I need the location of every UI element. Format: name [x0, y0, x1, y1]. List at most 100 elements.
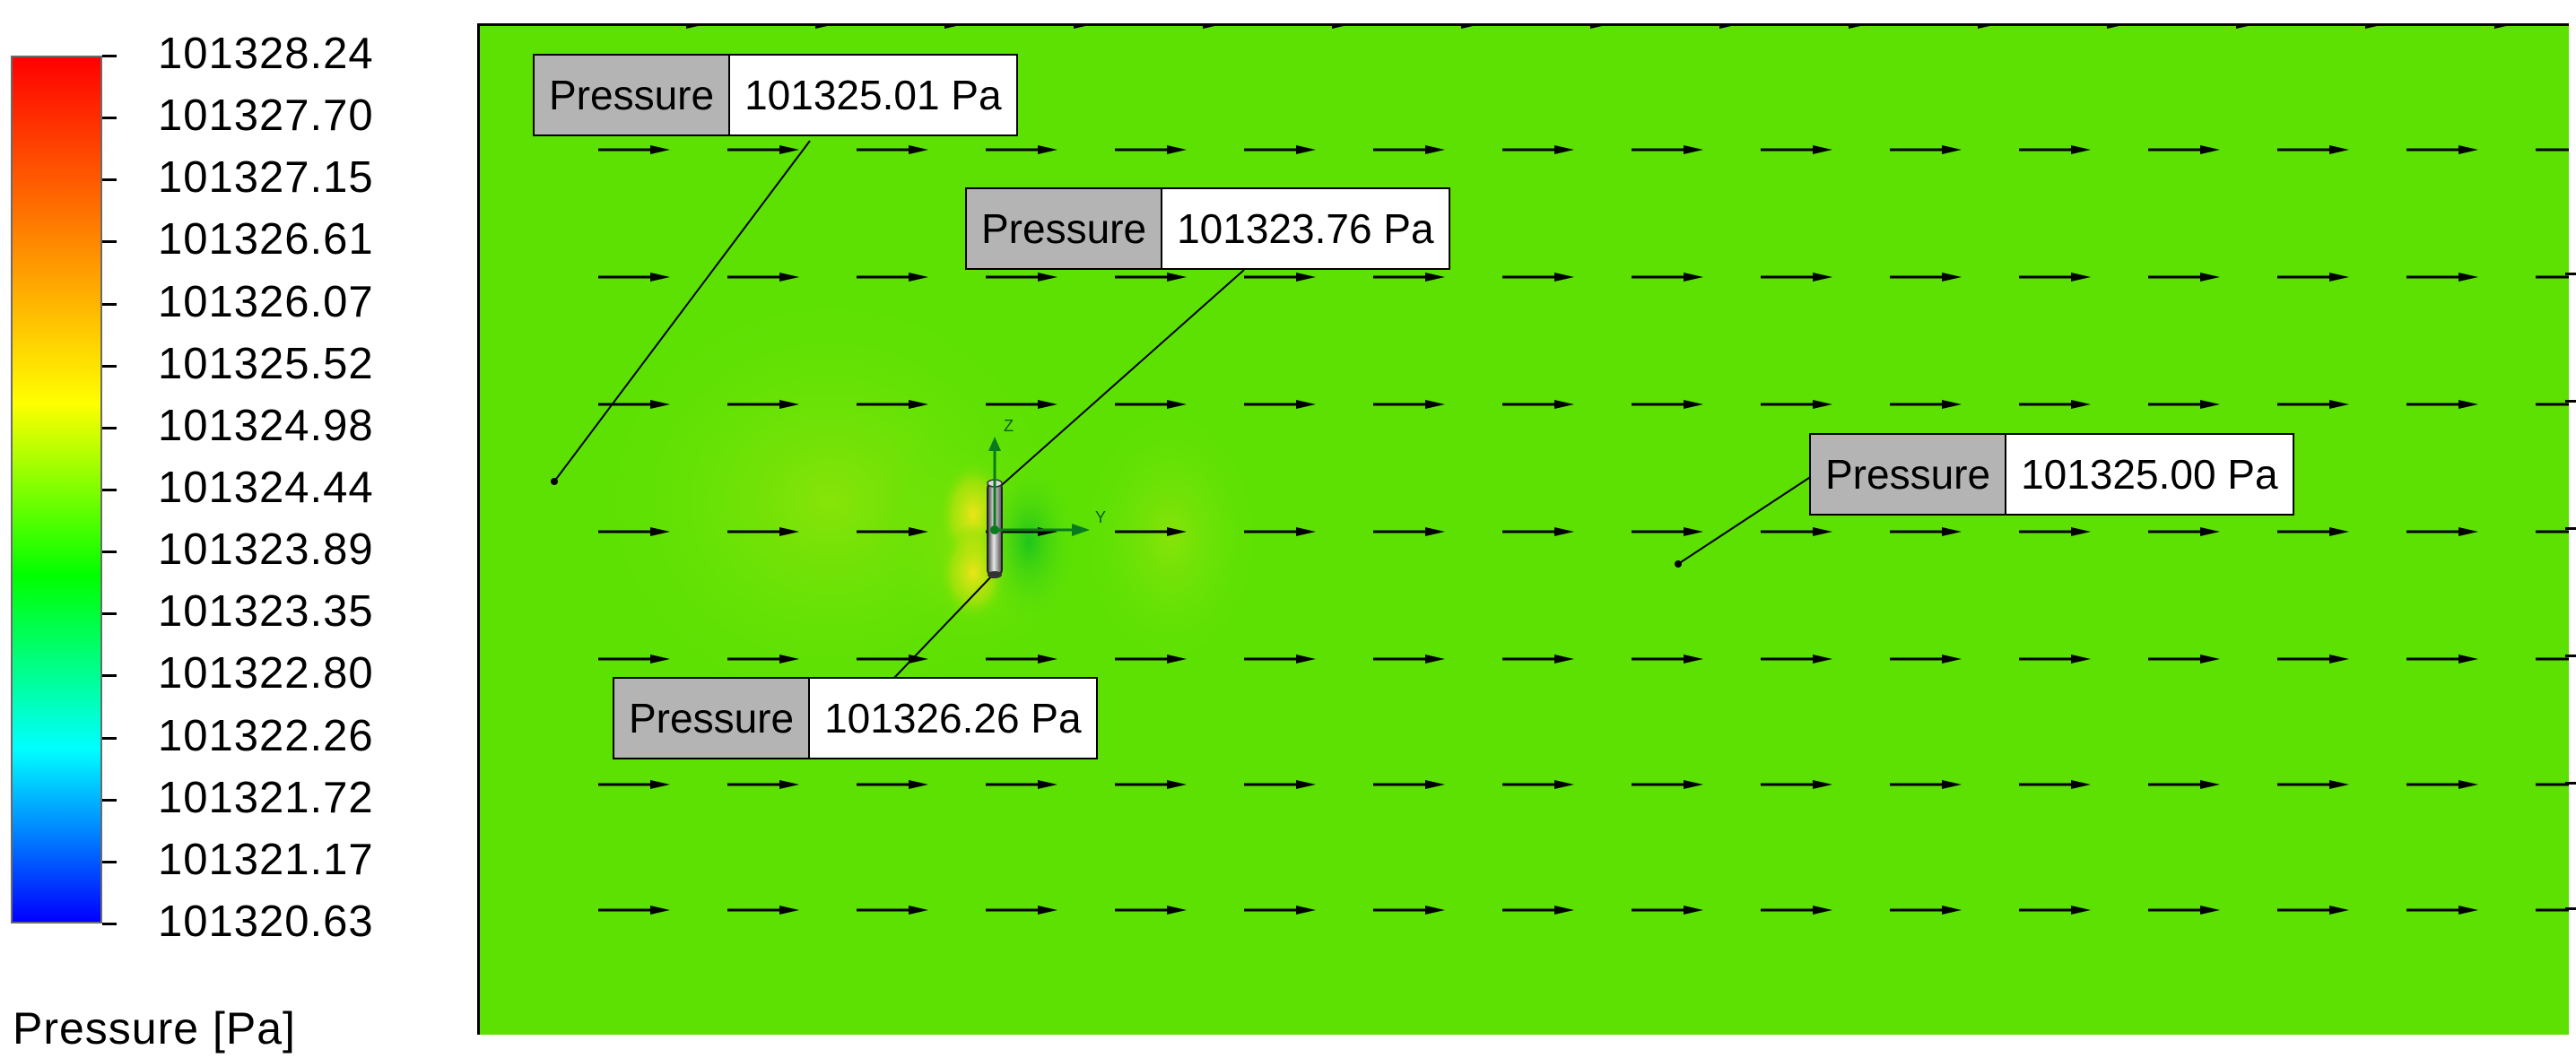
velocity-arrow [857, 780, 928, 789]
velocity-arrow [1890, 400, 1962, 409]
velocity-arrow [1244, 655, 1316, 663]
velocity-arrow [598, 400, 670, 409]
frame-tick [2565, 273, 2576, 275]
velocity-arrow [2148, 400, 2220, 409]
leader-lines [553, 140, 1815, 679]
legend-tick-mark [102, 923, 117, 925]
velocity-arrow [2019, 780, 2091, 789]
velocity-arrow [2536, 148, 2569, 152]
velocity-arrow [1632, 906, 1703, 915]
probe-name: Pressure [1811, 435, 2007, 514]
probe-label-1[interactable]: Pressure 101325.01 Pa [533, 54, 1018, 136]
velocity-arrow [1502, 273, 1574, 282]
pressure-contours [570, 268, 1269, 734]
legend-tick-mark [102, 178, 117, 182]
probe-value: 101326.26 Pa [810, 679, 1096, 758]
velocity-arrow [815, 26, 828, 29]
velocity-arrow [986, 780, 1057, 789]
velocity-arrow [727, 273, 799, 282]
velocity-arrow [1890, 906, 1962, 915]
velocity-arrow [1244, 400, 1316, 409]
velocity-arrow [727, 145, 799, 154]
velocity-arrow [857, 145, 928, 154]
velocity-arrow [2019, 273, 2091, 282]
velocity-arrow [1719, 26, 1732, 29]
probe-label-2[interactable]: Pressure 101323.76 Pa [965, 187, 1450, 270]
velocity-arrow [2148, 780, 2220, 789]
velocity-arrow [2277, 780, 2349, 789]
legend-tick-label: 101324.44 [158, 464, 374, 512]
leader-line-probe-3 [1677, 473, 1815, 565]
velocity-arrow [944, 26, 957, 29]
leader-line-probe-1 [553, 140, 811, 482]
velocity-arrow [727, 400, 799, 409]
velocity-arrow [857, 273, 928, 282]
velocity-arrow [1502, 527, 1574, 536]
velocity-arrow [1115, 273, 1187, 282]
velocity-arrow [1373, 655, 1445, 663]
velocity-arrow [2277, 273, 2349, 282]
velocity-arrow [598, 780, 670, 789]
velocity-arrow [1849, 26, 1861, 29]
velocity-arrow [2536, 530, 2569, 533]
velocity-arrow [2148, 273, 2220, 282]
flow-field: Z Y [551, 26, 2569, 915]
frame-tick [2565, 400, 2576, 403]
y-axis-arrowhead [1072, 524, 1090, 536]
velocity-arrow [1244, 145, 1316, 154]
z-axis-arrowhead [988, 437, 1001, 451]
legend-tick-mark [102, 736, 117, 740]
velocity-arrow [1373, 527, 1445, 536]
velocity-arrow [986, 400, 1057, 409]
velocity-arrow [2536, 275, 2569, 279]
probe-value: 101325.01 Pa [730, 56, 1016, 134]
velocity-arrow [986, 273, 1057, 282]
cylinder-bottom-cap [988, 571, 1002, 578]
legend-tick-label: 101327.15 [158, 153, 374, 203]
velocity-arrow [1115, 400, 1187, 409]
axis-origin [990, 525, 999, 534]
probe-label-3[interactable]: Pressure 101325.00 Pa [1809, 433, 2294, 516]
frame-tick [2565, 527, 2576, 530]
probe-label-4[interactable]: Pressure 101326.26 Pa [613, 677, 1098, 759]
velocity-arrow [2236, 26, 2249, 29]
velocity-arrow [686, 26, 699, 29]
velocity-arrow [986, 655, 1057, 663]
velocity-arrow [2406, 655, 2478, 663]
velocity-arrow [1761, 145, 1832, 154]
velocity-arrow [598, 906, 670, 915]
velocity-arrow [1115, 655, 1187, 663]
velocity-arrow [2277, 906, 2349, 915]
velocity-arrow [1373, 400, 1445, 409]
legend-tick-mark [102, 674, 117, 678]
velocity-arrow [986, 145, 1057, 154]
velocity-arrow [1502, 400, 1574, 409]
velocity-arrow [1590, 26, 1603, 29]
velocity-arrow [2277, 145, 2349, 154]
frame-tick [2565, 655, 2576, 657]
velocity-arrow [1461, 26, 1474, 29]
legend-tick-mark [102, 240, 117, 244]
velocity-arrow [1115, 780, 1187, 789]
probe-point-3[interactable] [1675, 560, 1682, 568]
probe-value: 101325.00 Pa [2006, 435, 2293, 514]
velocity-arrow [2536, 657, 2569, 661]
velocity-arrow [1761, 655, 1832, 663]
legend-tick-label: 101321.17 [158, 835, 374, 884]
probe-point-1[interactable] [551, 478, 558, 485]
velocity-arrow [2406, 906, 2478, 915]
velocity-arrow [2019, 400, 2091, 409]
legend-tick-label: 101324.98 [158, 401, 374, 450]
legend-tick-label: 101322.26 [158, 711, 374, 760]
velocity-arrow [1978, 26, 1990, 29]
velocity-arrow [2494, 26, 2507, 29]
velocity-arrow [2536, 403, 2569, 406]
velocity-arrow [2365, 26, 2378, 29]
simulation-viewport[interactable]: Z Y Pressure 101325.01 Pa Pressure 10132… [477, 23, 2569, 1035]
legend-tick-label: 101321.72 [158, 773, 374, 822]
velocity-vectors [598, 26, 2569, 915]
velocity-arrow [2148, 655, 2220, 663]
velocity-arrow [1332, 26, 1345, 29]
legend-tick-label: 101328.24 [158, 30, 374, 78]
velocity-arrow [857, 527, 928, 536]
